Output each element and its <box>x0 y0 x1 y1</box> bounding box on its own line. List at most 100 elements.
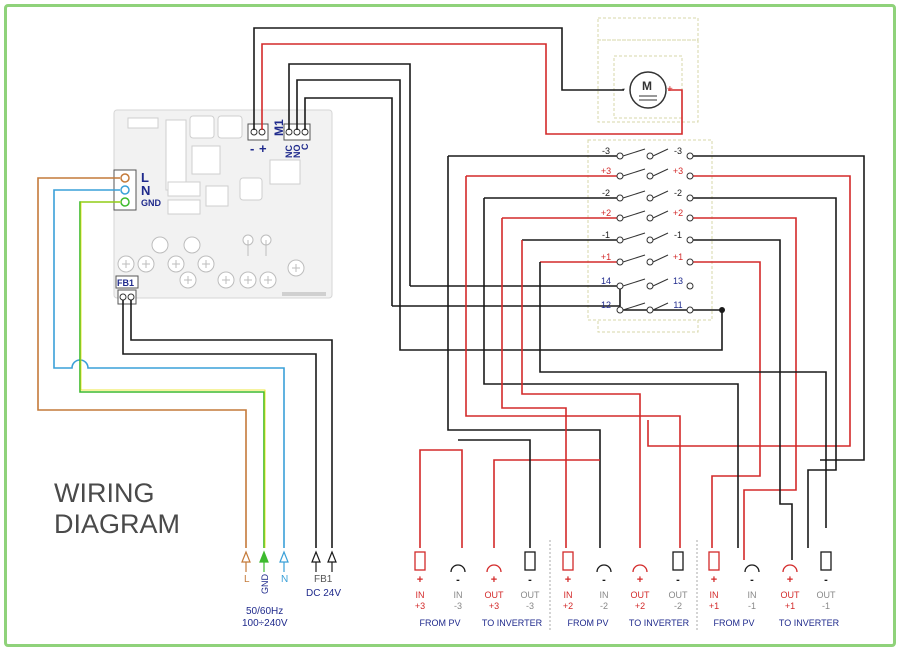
terminal-socket-icon <box>744 564 760 573</box>
power-arrow <box>327 550 337 563</box>
switch-right-label: -2 <box>674 188 682 198</box>
terminal-top-label: OUT <box>631 590 651 600</box>
terminal-bottom-label: +3 <box>415 601 425 611</box>
motor: M - + <box>622 71 673 109</box>
switch-left-label: -2 <box>602 188 610 198</box>
power-freq-label: 50/60Hz <box>246 606 283 617</box>
actuator-housing <box>587 17 713 333</box>
terminal: - IN-1 <box>744 564 760 611</box>
terminal-bottom-label: +2 <box>563 601 573 611</box>
terminal-plug-icon <box>672 551 684 571</box>
terminal: + IN+2 <box>562 551 574 611</box>
group-to-label: TO INVERTER <box>629 618 690 628</box>
motor-symbol: M <box>642 79 652 93</box>
terminal-bottom-label: -1 <box>748 601 756 611</box>
power-l-label: L <box>244 574 250 585</box>
power-arrow <box>241 550 251 563</box>
power-n-label: N <box>281 574 288 585</box>
terminal: -IN-3 <box>450 564 466 611</box>
terminal-plug-icon <box>414 551 426 571</box>
terminal-sign: + <box>637 574 643 586</box>
terminal-top-label: OUT <box>485 590 505 600</box>
switch-right-label: -3 <box>674 146 682 156</box>
nc-label: NC <box>284 145 294 158</box>
terminal-sign: - <box>602 574 606 586</box>
terminal-top-label: OUT <box>817 590 837 600</box>
c-label: C <box>300 143 310 150</box>
group-from-label: FROM PV <box>419 618 460 628</box>
m1-plus-label: + <box>259 141 267 156</box>
terminal: -OUT-2 <box>669 551 689 611</box>
l-terminal-label: L <box>141 170 149 185</box>
terminal-plug-icon <box>820 551 832 571</box>
terminal: - IN-2 <box>596 564 612 611</box>
terminal-bottom-label: -1 <box>822 601 830 611</box>
switch-left-label: 12 <box>601 300 611 310</box>
terminal-socket-icon <box>782 564 798 573</box>
terminal-top-label: IN <box>600 590 609 600</box>
switch-row: -3 -3 <box>602 146 694 160</box>
switch-left-label: -3 <box>602 146 610 156</box>
terminal: -OUT-1 <box>817 551 837 611</box>
switch-row: -1 -1 <box>602 230 694 244</box>
terminal-sign: - <box>750 574 754 586</box>
terminal-bottom-label: +3 <box>489 601 499 611</box>
terminal: +IN+1 <box>708 551 720 611</box>
fb1-terminal-label: FB1 <box>117 278 134 288</box>
terminal-plug-icon <box>562 551 574 571</box>
power-fb1-label: FB1 <box>314 574 333 585</box>
control-board <box>113 109 333 299</box>
terminal: +OUT+1 <box>781 564 800 611</box>
power-voltage-label: 100÷240V <box>242 618 288 629</box>
bottom-terminals: +IN+3-IN-3+OUT+3-OUT-3+IN+2-IN-2+OUT+2-O… <box>414 551 837 611</box>
power-dc-label: DC 24V <box>306 588 341 599</box>
switch-left-label: -1 <box>602 230 610 240</box>
terminal-bottom-label: -3 <box>526 601 534 611</box>
switch-right-label: +2 <box>673 208 683 218</box>
n-terminal-label: N <box>141 183 150 198</box>
terminal-top-label: IN <box>748 590 757 600</box>
terminal-bottom-label: -2 <box>600 601 608 611</box>
terminal-bottom-label: +2 <box>635 601 645 611</box>
power-arrow <box>311 550 321 563</box>
switch-left-label: +2 <box>601 208 611 218</box>
group-dividers <box>549 540 698 630</box>
terminal: + OUT+3 <box>485 564 505 611</box>
power-arrows <box>241 550 337 572</box>
terminal-socket-icon <box>486 564 502 573</box>
terminal-top-label: IN <box>564 590 573 600</box>
m1-label: M1 <box>272 119 286 136</box>
diagram-frame <box>4 4 896 647</box>
power-arrow <box>279 550 289 563</box>
terminal-top-label: IN <box>454 590 463 600</box>
fb1-terminal: FB1 <box>115 275 139 305</box>
terminal: -OUT-3 <box>521 551 540 611</box>
switch-right-label: +1 <box>673 252 683 262</box>
terminal: + OUT+2 <box>631 564 651 611</box>
switch-right-label: -1 <box>674 230 682 240</box>
terminal-sign: - <box>528 574 532 586</box>
terminal-sign: + <box>491 574 497 586</box>
power-labels: L GND N FB1 DC 24V 50/60Hz 100÷240V <box>242 574 341 630</box>
terminal-top-label: OUT <box>669 590 689 600</box>
terminal-sign: + <box>711 574 717 586</box>
relay-terminal: NC NO C <box>283 123 311 159</box>
terminal-socket-icon <box>450 564 466 573</box>
terminal-socket-icon <box>596 564 612 573</box>
title-line-2: DIAGRAM <box>54 509 181 539</box>
terminal-sign: - <box>456 574 460 586</box>
switch-row: +3+3 <box>601 166 694 180</box>
terminal-plug-icon <box>524 551 536 571</box>
group-to-label: TO INVERTER <box>779 618 840 628</box>
no-label: NO <box>292 145 302 159</box>
terminal-sign: + <box>417 574 423 586</box>
diagram-title: WIRING DIAGRAM <box>54 478 180 540</box>
switch-row: +2 +2 <box>601 208 694 222</box>
mains-terminal: L N GND <box>113 169 162 211</box>
switch-right-label: 13 <box>673 276 683 286</box>
terminal-sign: + <box>565 574 571 586</box>
